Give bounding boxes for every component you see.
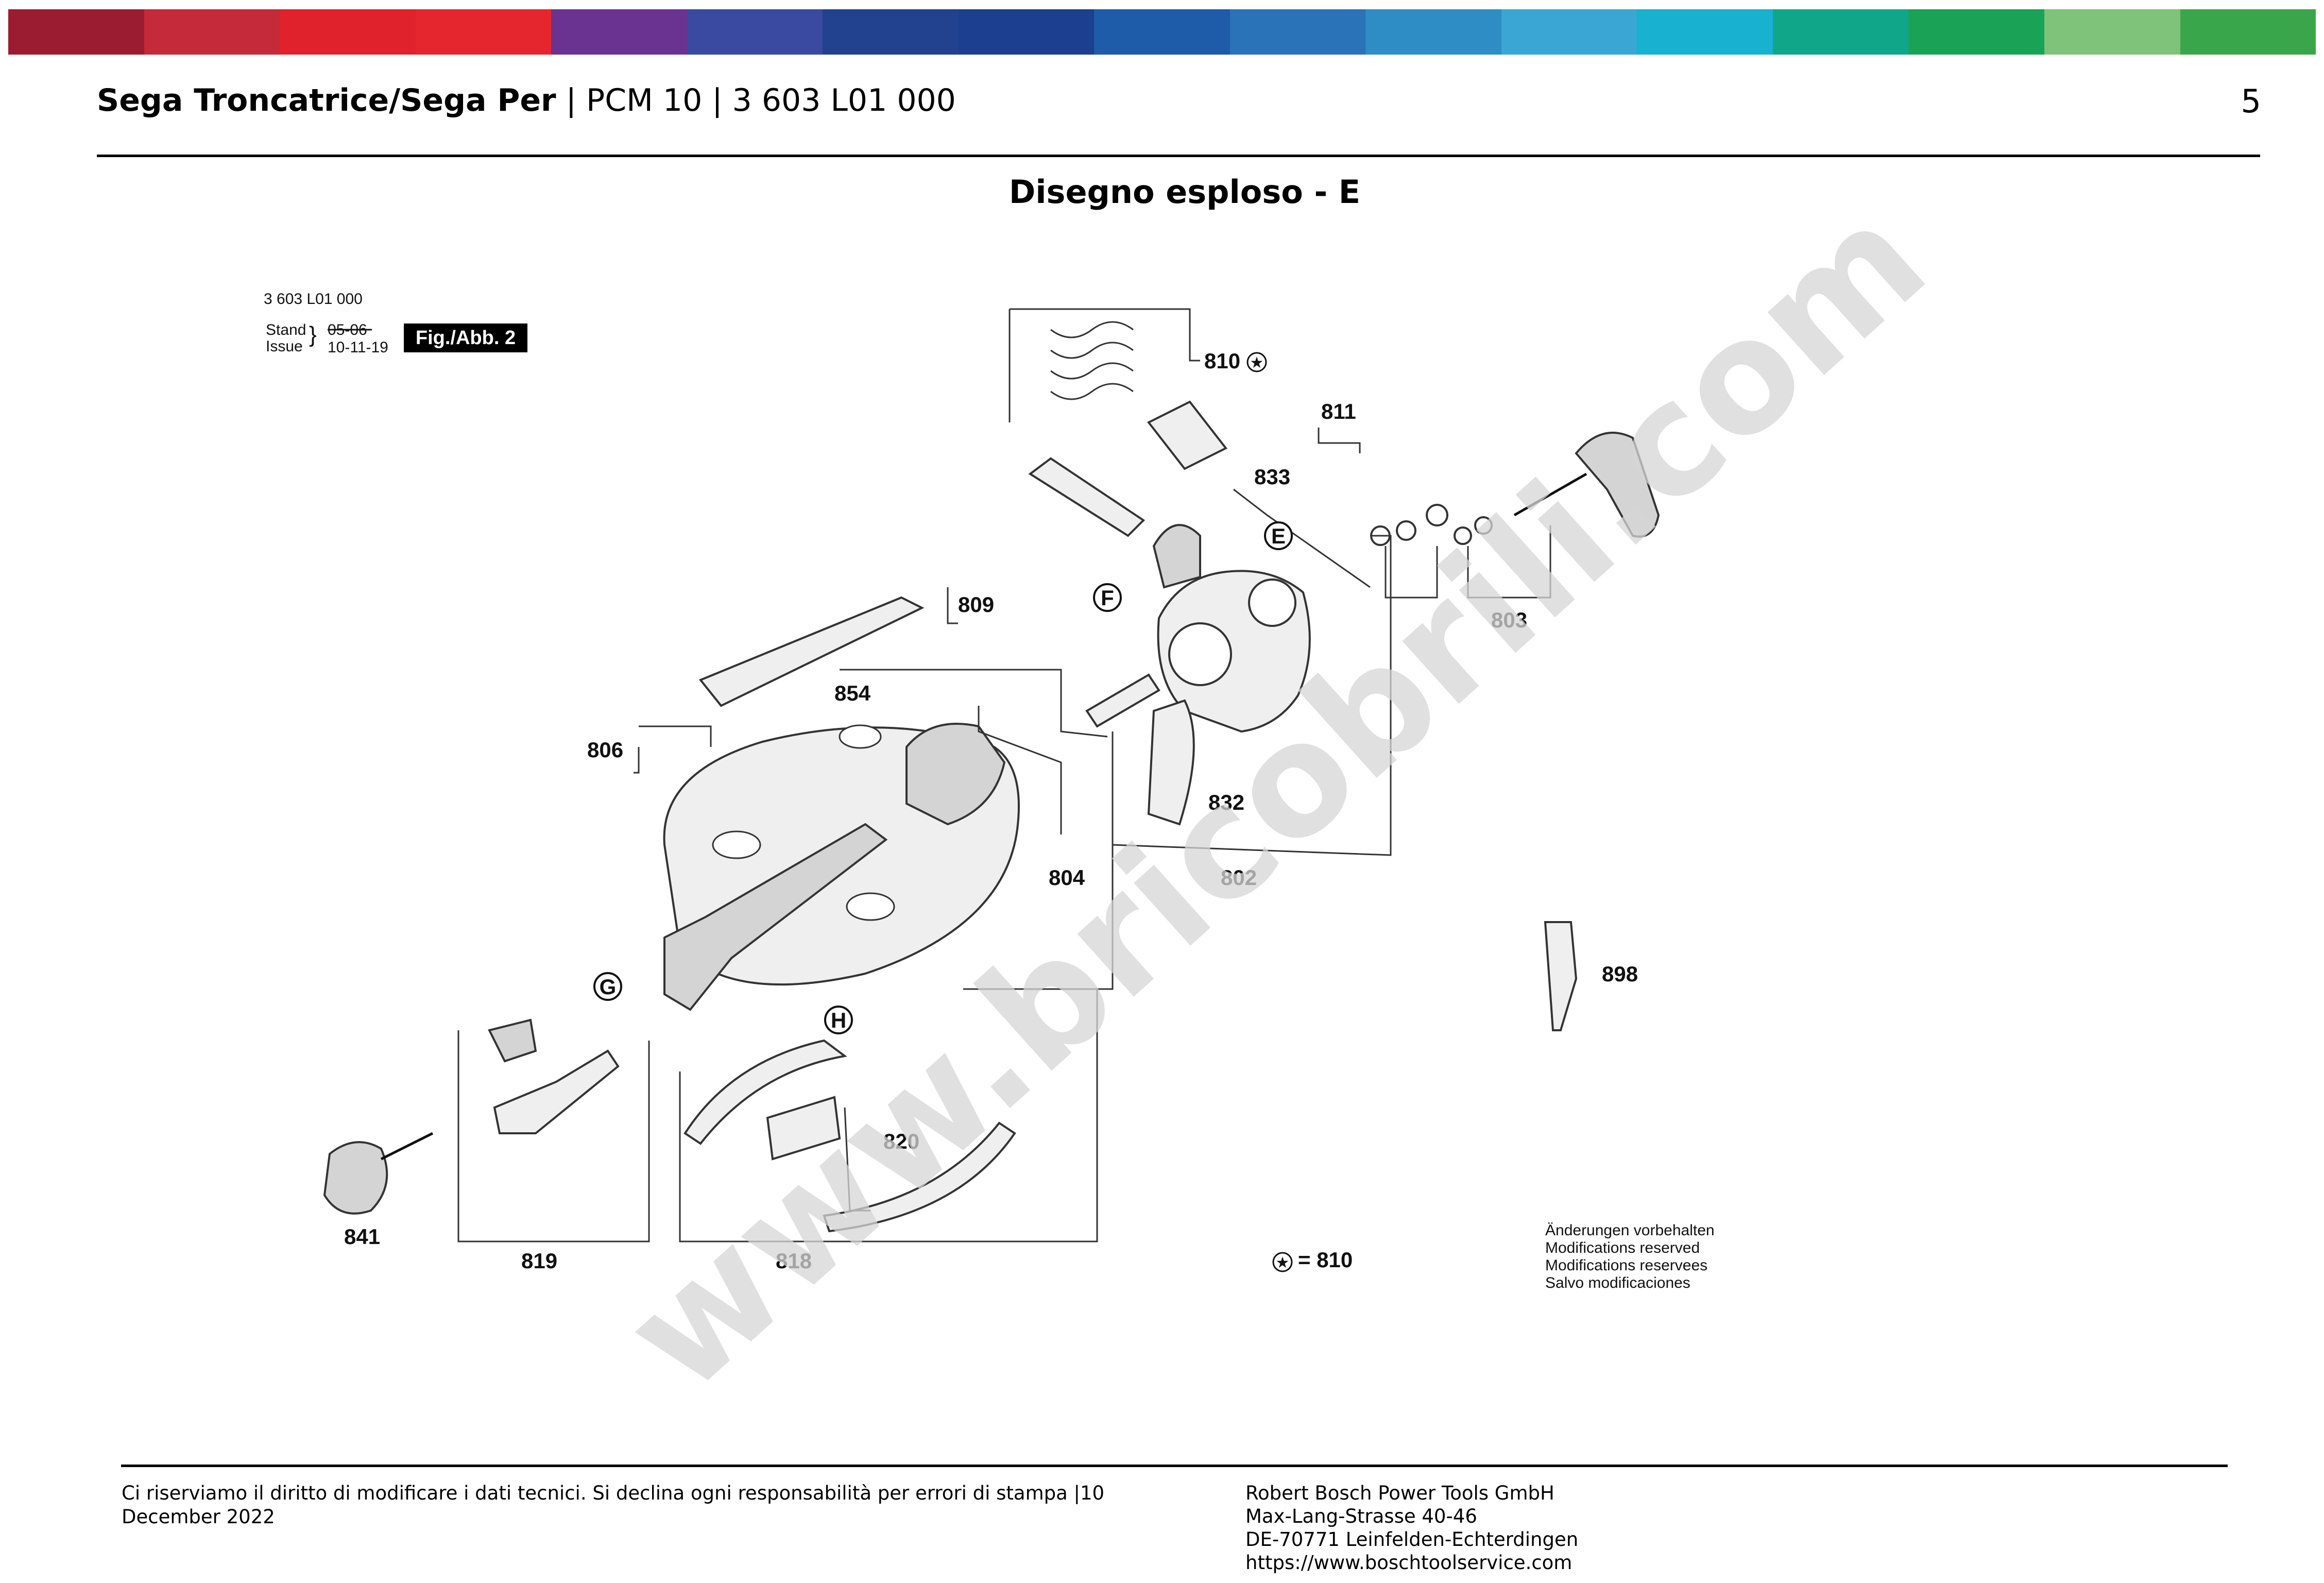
pin-part <box>1085 673 1160 728</box>
band-segment-4 <box>551 9 687 55</box>
spring-part <box>1050 321 1134 400</box>
header-divider <box>97 155 2260 157</box>
band-segment-8 <box>1094 9 1230 55</box>
knob-screw <box>380 1132 434 1161</box>
fence-part <box>698 596 925 707</box>
star-legend-text: = 810 <box>1298 1248 1353 1272</box>
clamp-knob-part <box>488 1018 537 1063</box>
sleeve-part <box>1147 400 1228 470</box>
brace-icon: } <box>309 322 317 347</box>
handle-part <box>1513 432 1660 538</box>
band-segment-9 <box>1229 9 1366 55</box>
company-website-link[interactable]: https://www.boschtoolservice.com <box>1245 1552 1573 1574</box>
footer-divider <box>121 1465 2228 1467</box>
band-segment-2 <box>280 9 416 55</box>
band-segment-0 <box>8 9 144 55</box>
band-segment-11 <box>1501 9 1637 55</box>
leader-lines <box>457 308 1551 1242</box>
disclaimer-line-1: Ci riserviamo il diritto di modificare i… <box>122 1482 1105 1504</box>
stand-label: Stand <box>266 321 306 338</box>
note-fr: Modifications reservees <box>1545 1257 1707 1274</box>
callout-811: 811 <box>1321 399 1356 423</box>
part-code-text: 3 603 L01 000 <box>264 291 363 308</box>
band-segment-16 <box>2180 9 2316 55</box>
page-number: 5 <box>2241 82 2261 120</box>
star-icon-ring <box>1246 352 1267 372</box>
callout-803: 803 <box>1491 608 1527 632</box>
footer-address: Robert Bosch Power Tools GmbH Max-Lang-S… <box>1245 1482 1915 1574</box>
callout-804: 804 <box>1049 865 1085 890</box>
washer-set <box>1370 504 1493 546</box>
band-segment-15 <box>2044 9 2180 55</box>
page-header-title: Sega Troncatrice/Sega Per | PCM 10 | 3 6… <box>97 82 2260 118</box>
note-de: Änderungen vorbehalten <box>1545 1222 1715 1239</box>
band-segment-1 <box>144 9 280 55</box>
header-title-bold: Sega Troncatrice/Sega Per <box>97 82 556 118</box>
clamp-part <box>493 1049 620 1134</box>
company-name: Robert Bosch Power Tools GmbH <box>1245 1482 1554 1504</box>
plate-820-part <box>766 1096 841 1161</box>
arc-scale-lower <box>823 1121 1016 1233</box>
guard-part <box>1147 699 1195 826</box>
letter-e: E <box>1271 524 1286 548</box>
new-date: 10-11-19 <box>328 339 388 356</box>
arm-bracket-part <box>1152 524 1311 733</box>
housing-part <box>905 723 1006 826</box>
brand-color-band <box>8 9 2316 55</box>
letter-g-circle <box>593 972 622 1001</box>
star-icon: ★ <box>1250 354 1264 372</box>
band-segment-7 <box>958 9 1095 55</box>
legend-star-icon: ★ <box>1276 1254 1290 1272</box>
legend-star-ring <box>1272 1252 1293 1272</box>
band-segment-3 <box>415 9 552 55</box>
company-city: DE-70771 Leinfelden-Echterdingen <box>1245 1528 1579 1551</box>
callout-898: 898 <box>1602 962 1638 986</box>
callout-802: 802 <box>1221 865 1257 890</box>
band-segment-5 <box>687 9 823 55</box>
arc-scale-upper <box>683 1039 847 1145</box>
band-segment-14 <box>1908 9 2044 55</box>
callout-810: 810 <box>1204 349 1240 373</box>
fig-label: Fig./Abb. 2 <box>416 327 516 349</box>
band-segment-12 <box>1637 9 1773 55</box>
section-title: Disegno esploso - E <box>1009 173 1361 211</box>
grease-tube-part <box>1544 921 1578 1031</box>
callout-854: 854 <box>834 681 871 705</box>
letter-f-circle <box>1093 583 1122 612</box>
note-es: Salvo modificaciones <box>1545 1274 1690 1291</box>
callout-820: 820 <box>883 1129 919 1153</box>
band-segment-13 <box>1772 9 1909 55</box>
letter-h-circle <box>824 1006 853 1034</box>
callout-832: 832 <box>1208 790 1244 814</box>
letter-f: F <box>1101 586 1114 610</box>
callout-809: 809 <box>958 592 994 617</box>
company-street: Max-Lang-Strasse 40-46 <box>1245 1505 1477 1527</box>
callout-818: 818 <box>776 1249 812 1273</box>
fig-label-box <box>404 324 527 352</box>
issue-label: Issue <box>266 338 303 355</box>
band-segment-6 <box>823 9 959 55</box>
band-segment-10 <box>1365 9 1501 55</box>
letter-h: H <box>831 1008 846 1032</box>
callout-833: 833 <box>1254 465 1290 489</box>
note-en: Modifications reserved <box>1545 1239 1700 1256</box>
shaft-part <box>1028 457 1146 537</box>
callout-819: 819 <box>521 1249 557 1273</box>
knob-part <box>323 1141 388 1215</box>
letter-e-circle <box>1264 521 1293 550</box>
disclaimer-line-2: December 2022 <box>122 1506 275 1528</box>
callout-806: 806 <box>587 738 623 762</box>
callout-841: 841 <box>344 1224 380 1249</box>
footer-disclaimer: Ci riserviamo il diritto di modificare i… <box>122 1482 1126 1529</box>
header-title-rest: | PCM 10 | 3 603 L01 000 <box>556 82 956 118</box>
letter-g: G <box>600 975 617 999</box>
